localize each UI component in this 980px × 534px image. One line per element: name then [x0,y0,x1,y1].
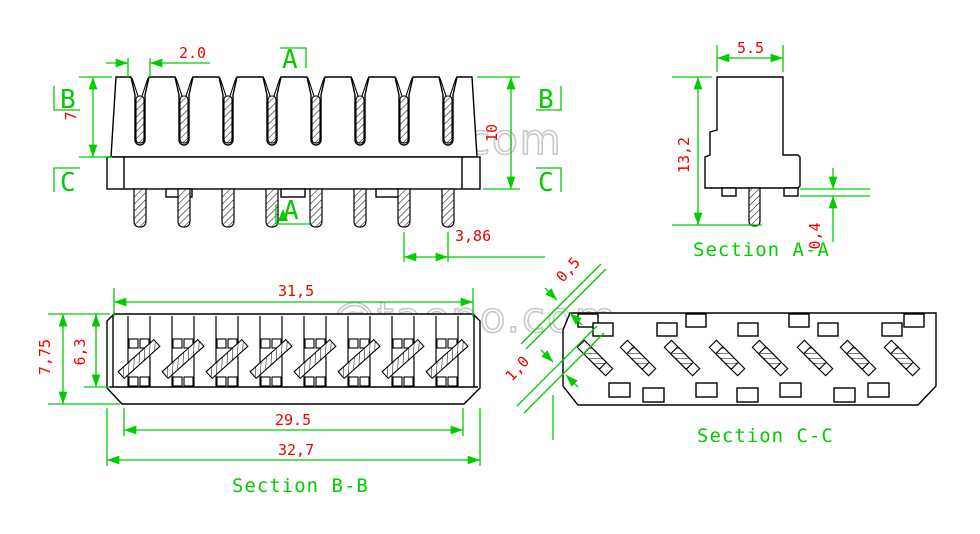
aa-pin [748,187,761,227]
section-bb-view: 31,5 7,75 6,3 29.5 32,7 Sectio [36,282,481,497]
svg-text:7,75: 7,75 [36,339,54,375]
svg-text:31,5: 31,5 [278,282,314,300]
cc-top-windows [577,313,925,337]
svg-text:A: A [283,196,299,226]
svg-text:6,3: 6,3 [71,338,89,365]
svg-text:5.5: 5.5 [737,39,764,57]
svg-text:13,2: 13,2 [675,137,693,173]
section-bb-title: Section B-B [232,475,369,497]
aa-foot-right [783,187,799,197]
label-section-b-right: B [536,85,562,115]
front-base [106,156,481,190]
svg-text:B: B [60,85,76,115]
front-view: 2.0 7 10 3,86 A A [53,44,562,262]
dim-pitch: 2.0 [106,44,210,77]
dim-pin-pitch: 3,86 [403,227,545,262]
label-section-c-left: C [53,167,80,198]
label-section-c-right: C [536,167,562,198]
dim-slot-depth: 7 [62,76,112,158]
svg-text:A: A [282,45,298,75]
label-section-b-left: B [53,85,80,115]
label-section-a-bottom: A [275,196,310,226]
label-section-a-top: A [280,45,307,75]
svg-text:1,0: 1,0 [502,353,534,385]
bb-body-outline [106,313,481,405]
section-cc-title: Section C-C [697,425,834,447]
svg-text:0,5: 0,5 [553,254,585,286]
aa-body-outline [704,76,801,189]
svg-text:29.5: 29.5 [275,411,311,429]
section-cc-view: 0,5 1,0 Section C-C [502,254,937,447]
aa-foot-left [721,187,737,197]
dim-bb-contact-span: 29.5 [123,408,464,436]
svg-text:3,86: 3,86 [455,227,491,245]
dim-bb-inner-width: 31,5 [113,282,474,317]
cc-bottom-windows [608,382,890,403]
dim-aa-height: 13,2 [672,76,762,226]
svg-text:7: 7 [62,111,80,120]
svg-text:0,4: 0,4 [806,222,824,249]
cc-body-outline [562,312,937,406]
dim-body-height: 10 [477,76,520,190]
dim-bb-body-width: 32,7 [106,408,481,466]
svg-text:10: 10 [483,124,501,142]
svg-text:C: C [60,168,76,198]
svg-text:C: C [538,168,554,198]
section-aa-title: Section A-A [693,239,830,261]
svg-text:32,7: 32,7 [278,441,314,459]
svg-text:B: B [538,85,554,115]
dim-bb-cavity-height: 6,3 [71,314,110,388]
dim-aa-width: 5.5 [716,39,784,72]
section-aa-view: 5.5 13,2 0,4 Section A-A [672,39,870,261]
svg-text:2.0: 2.0 [179,44,206,62]
dim-aa-standoff: 0,4 [800,168,870,250]
front-comb-outline [110,76,478,158]
